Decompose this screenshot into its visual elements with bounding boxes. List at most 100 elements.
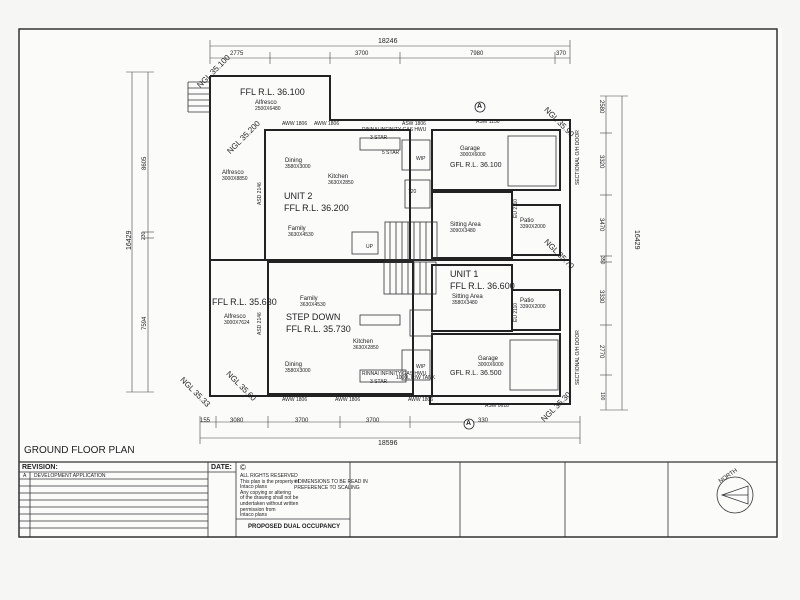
ffl-unit2: FFL R.L. 36.200 <box>284 203 349 213</box>
room-size-alfresco-left: 3000X8850 <box>222 176 248 182</box>
stair-up-label: UP <box>366 244 373 250</box>
dim-top-total: 18246 <box>378 38 398 45</box>
star-label-2: 3 STAR <box>370 379 388 385</box>
section-marker-bottom: A <box>466 420 472 427</box>
room-size-kitchen-u2: 3630X2850 <box>328 180 354 186</box>
dim-right-seg-2: 3320 <box>598 155 604 169</box>
copyright-icon: © <box>240 463 246 472</box>
drawing-sheet <box>18 28 782 540</box>
dim-right-seg-3: 3470 <box>598 218 604 232</box>
door-label-mid: ASD 2146 <box>257 312 263 335</box>
copyright-note-line: permission from <box>240 506 276 513</box>
window-label-5: AWW 1806 <box>335 397 361 403</box>
dimension-lines <box>126 40 628 444</box>
five-star-label: 5 STAR <box>382 150 400 156</box>
ffl-lower-alfresco: FFL R.L. 35.630 <box>212 297 277 307</box>
room-name-kitchen-u1: Kitchen <box>353 339 374 345</box>
room-size-garage-u2: 3000X6000 <box>460 152 486 158</box>
dim-left-upper: 8605 <box>142 156 148 170</box>
star-label-1: 3 STAR <box>370 135 388 141</box>
unit1-label: UNIT 1 <box>450 269 479 279</box>
door-label-left: ASD 2146 <box>257 182 263 205</box>
room-size-garage-u1: 3000X6000 <box>478 362 504 368</box>
ffl-step-down: FFL R.L. 35.730 <box>286 324 351 334</box>
dim-right-seg-6: 2770 <box>598 345 604 359</box>
tank-label: 1000L R/W TANK <box>396 375 436 381</box>
dim-right-seg-7: 100 <box>599 392 605 401</box>
dim-left-mid: 230 <box>141 231 147 240</box>
title-block-grid <box>19 462 669 537</box>
room-size-family-u1: 3630X4530 <box>300 302 326 308</box>
eu-label-1: EU 2110 <box>513 198 519 218</box>
room-name-garage-u1: Garage <box>478 356 499 362</box>
room-size-alfresco-top: 2500X6480 <box>255 106 281 112</box>
date-label: DATE: <box>211 464 232 471</box>
room-name-alfresco-left: Alfresco <box>222 170 244 176</box>
dims-note-2: PREFERENCE TO SCALING <box>294 485 360 491</box>
rinnai-label-2: RINNAI INFINITY GAS HWU <box>362 371 427 377</box>
sheet-border <box>18 28 778 538</box>
revision-letter: A <box>23 473 27 479</box>
dim-bottom-seg-5: 330 <box>478 418 489 424</box>
dim-left-lower: 7594 <box>142 316 148 330</box>
garage-door-label-2: SECTIONAL O/H DOOR <box>575 330 581 385</box>
dim-bottom-seg-4: 3700 <box>366 418 380 424</box>
room-name-family-u1: Family <box>300 296 318 302</box>
copyright-note-line: of the drawing shall not be <box>240 495 299 502</box>
room-name-dining-u2: Dining <box>285 158 303 164</box>
gfl-upper-garage: GFL R.L. 36.100 <box>450 162 502 169</box>
dim-top-seg-3: 7980 <box>470 51 484 57</box>
robe-label: 720 <box>408 189 417 195</box>
room-size-patio-u2: 3390X2000 <box>520 224 546 230</box>
ffl-upper-alfresco: FFL R.L. 36.100 <box>240 87 305 97</box>
gfl-lower-garage: GFL R.L. 36.500 <box>450 370 502 377</box>
north-arrow <box>716 476 754 514</box>
copyright-note-line: This plan is the property of <box>240 478 299 485</box>
wip-label-2: WIP <box>416 364 426 370</box>
revision-text: DEVELOPMENT APPLICATION <box>34 473 106 479</box>
window-label-6: AWW 1806 <box>408 397 434 403</box>
dim-top-seg-2: 3700 <box>355 51 369 57</box>
room-name-kitchen-u2: Kitchen <box>328 174 349 180</box>
room-size-patio-u1: 3390X2000 <box>520 304 546 310</box>
window-label-top: ASW 1150 <box>476 119 500 125</box>
room-size-dining-u2: 3580X3000 <box>285 164 311 170</box>
eu-label-2: EU 2110 <box>513 302 519 322</box>
copyright-note-line: Intaco plans <box>240 484 267 491</box>
copyright-note-line: undertaken without written <box>240 500 299 507</box>
window-label-1: ASW 1806 <box>402 121 426 127</box>
revision-label: REVISION: <box>22 464 58 471</box>
room-name-sitting-u2: Sitting Area <box>450 222 481 228</box>
room-size-sitting-u1: 3580X3480 <box>452 300 478 306</box>
dim-left-total: 16429 <box>126 230 133 250</box>
dim-right-seg-4: 350 <box>599 256 605 265</box>
dim-top-seg-4: 370 <box>556 51 567 57</box>
room-name-sitting-u1: Sitting Area <box>452 294 483 300</box>
copyright-note-line: Any copying or altering <box>240 489 291 496</box>
room-name-dining-u1: Dining <box>285 362 303 368</box>
step-down-label: STEP DOWN <box>286 312 341 322</box>
window-label-3: AWW 1806 <box>314 121 340 127</box>
copyright-note-line: Intaco plans <box>240 512 267 519</box>
internal-details <box>187 81 559 391</box>
rinnai-label-1: RINNAI INFINITY GAS HWU <box>362 127 427 133</box>
copyright-note-line: ALL RIGHTS RESERVED <box>240 473 298 479</box>
plan-title: GROUND FLOOR PLAN <box>24 445 135 456</box>
room-name-alfresco-bottom: Alfresco <box>224 314 246 320</box>
project-title: PROPOSED DUAL OCCUPANCY <box>248 524 341 530</box>
ffl-unit1: FFL R.L. 36.600 <box>450 281 515 291</box>
room-size-kitchen-u1: 3630X2850 <box>353 345 379 351</box>
section-markers <box>463 101 486 430</box>
room-name-patio-u1: Patio <box>520 298 534 304</box>
room-name-family-u2: Family <box>288 226 306 232</box>
dim-right-seg-5: 3330 <box>598 290 604 304</box>
building-walls <box>209 75 571 405</box>
dim-bottom-seg-2: 3080 <box>230 418 244 424</box>
room-size-sitting-u2: 3090X3480 <box>450 228 476 234</box>
room-size-dining-u1: 3580X3000 <box>285 368 311 374</box>
room-name-garage-u2: Garage <box>460 146 481 152</box>
window-label-4: AWW 1806 <box>282 397 308 403</box>
dims-note-1: # DIMENSIONS TO BE READ IN <box>294 479 368 485</box>
